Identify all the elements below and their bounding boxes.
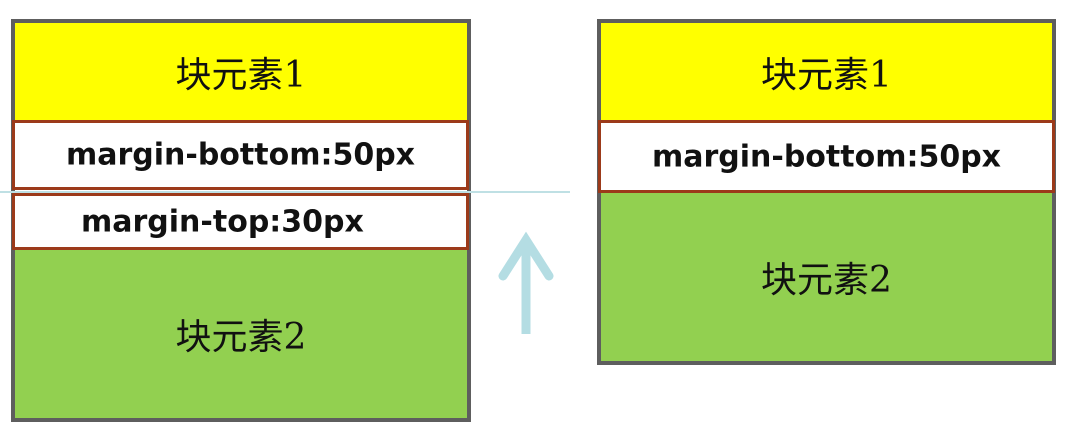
arrow-up-icon [498, 231, 554, 334]
right-block2-label: 块元素2 [761, 260, 892, 301]
left-margin-bottom-box: margin-bottom:50px [12, 120, 469, 190]
left-margin-top-box: margin-top:30px [12, 193, 469, 250]
right-margin-bottom-box: margin-bottom:50px [598, 120, 1055, 193]
right-block1: 块元素1 [601, 23, 1052, 121]
left-margin-top-label: margin-top:30px [81, 204, 364, 239]
right-block2: 块元素2 [601, 193, 1052, 361]
left-block2-label: 块元素2 [175, 317, 307, 358]
collapse-line [0, 191, 570, 193]
left-block1: 块元素1 [15, 23, 467, 121]
left-margin-bottom-label: margin-bottom:50px [65, 137, 416, 173]
right-block1-label: 块元素1 [761, 55, 892, 96]
right-margin-bottom-label: margin-bottom:50px [651, 139, 1002, 174]
left-block2: 块元素2 [15, 250, 467, 418]
left-block1-label: 块元素1 [175, 55, 307, 96]
